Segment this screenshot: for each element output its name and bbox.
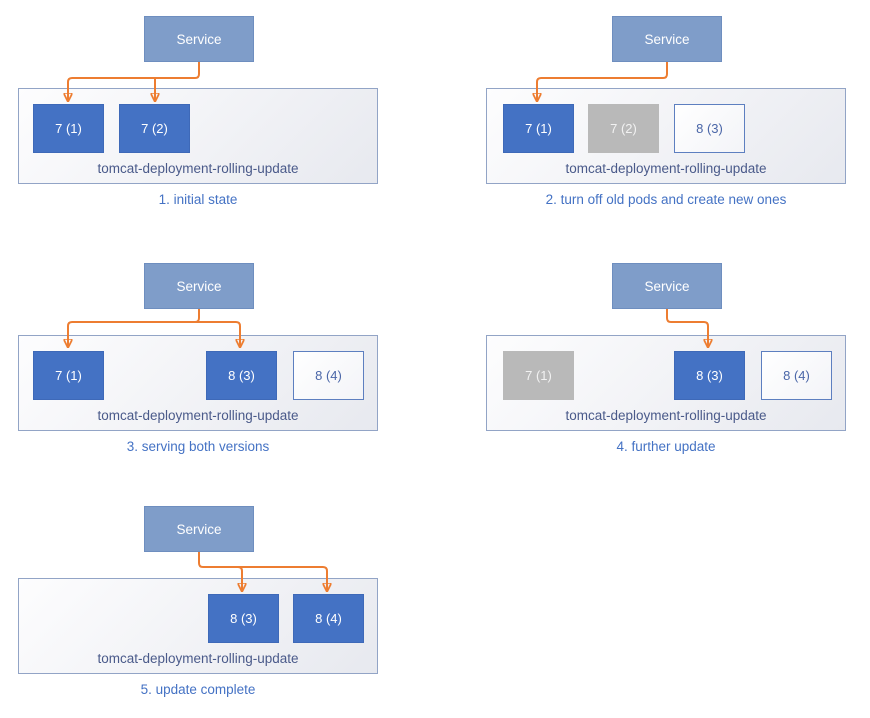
step-caption: 5. update complete [140, 682, 256, 697]
pod: 8 (3) [206, 351, 277, 400]
deployment-box: 7 (1) 8 (3) 8 (4) tomcat-deployment-roll… [486, 335, 846, 431]
pod: 7 (1) [503, 104, 574, 153]
service-box: Service [144, 263, 254, 309]
service-label: Service [176, 278, 222, 294]
deployment-box: 7 (1) 7 (2) 8 (3) tomcat-deployment-roll… [486, 88, 846, 184]
pod: 7 (2) [588, 104, 659, 153]
deployment-box: 7 (1) 8 (3) 8 (4) tomcat-deployment-roll… [18, 335, 378, 431]
service-box: Service [144, 16, 254, 62]
panel-step-3: Service 7 (1) 8 (3) 8 (4) tomcat-deploym… [0, 247, 435, 494]
deployment-box: 7 (1) 7 (2) tomcat-deployment-rolling-up… [18, 88, 378, 184]
pod: 7 (1) [33, 351, 104, 400]
service-box: Service [144, 506, 254, 552]
service-label: Service [644, 278, 690, 294]
pod: 8 (3) [674, 351, 745, 400]
step-caption: 4. further update [616, 439, 716, 454]
panel-step-1: Service 7 (1) 7 (2) tomcat-deployment-ro… [0, 0, 435, 247]
step-caption: 2. turn off old pods and create new ones [545, 192, 787, 207]
pod: 8 (4) [293, 351, 364, 400]
pod: 8 (3) [208, 594, 279, 643]
service-box: Service [612, 263, 722, 309]
service-label: Service [644, 31, 690, 47]
pod: 7 (1) [503, 351, 574, 400]
deployment-box: 8 (3) 8 (4) tomcat-deployment-rolling-up… [18, 578, 378, 674]
step-caption: 3. serving both versions [126, 439, 270, 454]
deployment-label: tomcat-deployment-rolling-update [97, 408, 299, 423]
deployment-label: tomcat-deployment-rolling-update [97, 651, 299, 666]
pod: 8 (4) [293, 594, 364, 643]
service-label: Service [176, 521, 222, 537]
service-box: Service [612, 16, 722, 62]
panel-step-2: Service 7 (1) 7 (2) 8 (3) tomcat-deploym… [468, 0, 870, 247]
pod: 7 (2) [119, 104, 190, 153]
deployment-label: tomcat-deployment-rolling-update [565, 161, 767, 176]
service-label: Service [176, 31, 222, 47]
panel-step-5: Service 8 (3) 8 (4) tomcat-deployment-ro… [0, 490, 435, 718]
deployment-label: tomcat-deployment-rolling-update [565, 408, 767, 423]
panel-step-4: Service 7 (1) 8 (3) 8 (4) tomcat-deploym… [468, 247, 870, 494]
pod: 7 (1) [33, 104, 104, 153]
deployment-label: tomcat-deployment-rolling-update [97, 161, 299, 176]
pod: 8 (4) [761, 351, 832, 400]
pod: 8 (3) [674, 104, 745, 153]
step-caption: 1. initial state [158, 192, 238, 207]
